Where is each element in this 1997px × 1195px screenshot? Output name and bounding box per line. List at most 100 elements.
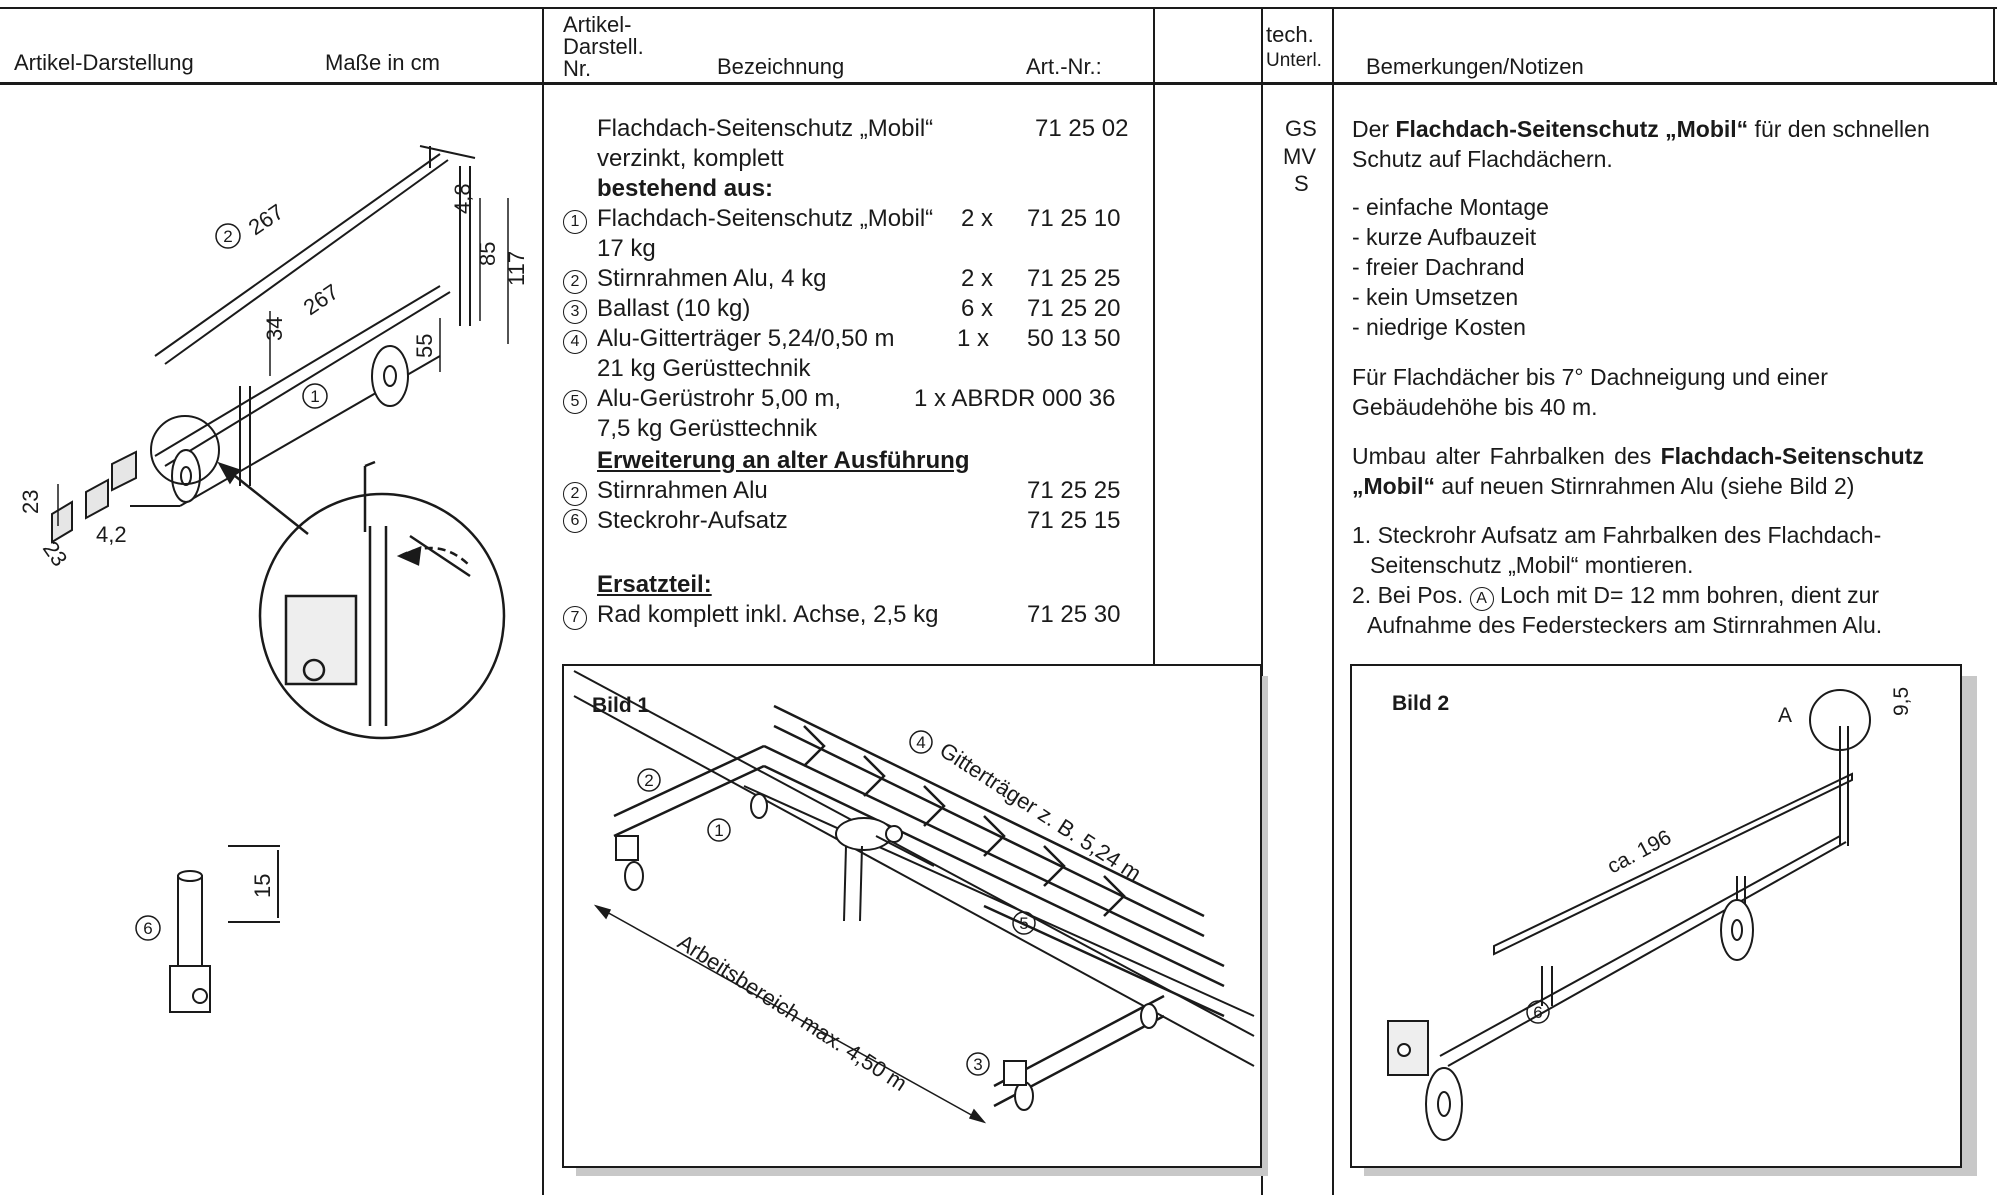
dim-117: 117 xyxy=(504,251,529,286)
item-r3-name: Ballast (10 kg) xyxy=(597,295,751,322)
note-text: Loch mit D= 12 mm bohren, dient zur xyxy=(1493,582,1880,608)
wheels xyxy=(150,345,409,503)
note-umbau-line1: Umbau alter Fahrbalken des Flachdach-Sei… xyxy=(1352,441,1924,471)
callout-1: 1 xyxy=(310,387,319,406)
note-intro-line1: Der Flachdach-Seitenschutz „Mobil“ für d… xyxy=(1352,114,1930,144)
item-r2-qty: 2 x xyxy=(961,265,994,292)
dim-4-2: 4,2 xyxy=(96,522,127,547)
col-divider-4 xyxy=(1332,7,1334,1195)
bild1-roof-lines xyxy=(573,670,1255,1067)
position-a-circle: A xyxy=(1469,587,1494,611)
item-main-artnr: 71 25 02 xyxy=(1035,115,1129,142)
note-bullet-1: - einfache Montage xyxy=(1352,194,1549,220)
top-border xyxy=(0,7,1997,9)
item-row-1: 1 xyxy=(563,204,587,234)
bild1-wheels xyxy=(615,793,1158,1111)
dim-267-top: 267 xyxy=(244,199,288,240)
item-r5-sub: 7,5 kg Gerüsttechnik xyxy=(597,415,818,442)
detail-circle xyxy=(217,460,506,740)
item-e6-artnr: 71 25 15 xyxy=(1027,507,1121,534)
item-row-e2: 2 xyxy=(563,476,587,506)
bild1-frames xyxy=(613,704,1225,1108)
tech-gs: GS xyxy=(1285,116,1317,141)
item-number-circle: 5 xyxy=(563,390,587,414)
steckrohr-drawing xyxy=(169,845,280,1013)
tech-s: S xyxy=(1294,171,1309,196)
note-flachdach-line1: Für Flachdächer bis 7° Dachneigung und e… xyxy=(1352,364,1828,390)
item-main-sub: verzinkt, komplett xyxy=(597,145,784,172)
item-s7-artnr: 71 25 30 xyxy=(1027,601,1121,628)
header-bemerkungen: Bemerkungen/Notizen xyxy=(1366,54,1584,79)
note-step1-line2: Seitenschutz „Mobil“ montieren. xyxy=(1370,552,1694,578)
right-border xyxy=(1993,7,1995,85)
item-number-circle: 2 xyxy=(563,482,587,506)
dim-4-8: 4,8 xyxy=(450,183,475,214)
item-row-3: 3 xyxy=(563,294,587,324)
bild1-callout-2: 2 xyxy=(644,771,653,790)
bild2-title: Bild 2 xyxy=(1392,692,1449,715)
item-r4-name: Alu-Gitterträger 5,24/0,50 m xyxy=(597,325,895,352)
dimension-lines xyxy=(57,198,509,526)
bild2-drawing: Bild 2 A 9,5 ca. 196 6 xyxy=(1387,687,1913,1141)
note-bullet-5: - niedrige Kosten xyxy=(1352,314,1526,340)
item-number-circle: 6 xyxy=(563,509,587,533)
note-bullet-2: - kurze Aufbauzeit xyxy=(1352,224,1537,250)
bild1-title: Bild 1 xyxy=(592,694,649,717)
dim-34: 34 xyxy=(262,317,287,341)
bild1-callout-1: 1 xyxy=(714,821,723,840)
item-r3-artnr: 71 25 20 xyxy=(1027,295,1121,322)
note-step2-line2: Aufnahme des Federsteckers am Stirnrahme… xyxy=(1367,612,1883,638)
item-number-circle: 4 xyxy=(563,330,587,354)
bild1-panel: Bild 1 Gitterträger z. B. 5,24 m Arbeits… xyxy=(562,664,1262,1168)
bild1-callout-3: 3 xyxy=(973,1055,982,1074)
bild2-panel: Bild 2 A 9,5 ca. 196 6 xyxy=(1350,664,1962,1168)
col-divider-1 xyxy=(542,7,544,1195)
header-divider xyxy=(0,82,1997,85)
header-bezeichnung: Bezeichnung xyxy=(717,54,845,79)
dim-15: 15 xyxy=(250,874,275,898)
item-row-2: 2 xyxy=(563,264,587,294)
bild2-callout-6: 6 xyxy=(1533,1003,1542,1022)
note-intro-line2: Schutz auf Flachdächern. xyxy=(1352,146,1613,172)
dim-55: 55 xyxy=(412,334,437,358)
note-product-name: Flachdach-Seitenschutz xyxy=(1660,443,1924,469)
item-e2-artnr: 71 25 25 xyxy=(1027,477,1121,504)
dim-85: 85 xyxy=(475,242,500,266)
tech-mv: MV xyxy=(1283,144,1316,169)
note-text: Der xyxy=(1352,116,1396,142)
item-number-circle: 1 xyxy=(563,210,587,234)
item-r1-artnr: 71 25 10 xyxy=(1027,205,1121,232)
note-product-name: Flachdach-Seitenschutz „Mobil“ xyxy=(1395,116,1749,142)
bild1-dimension xyxy=(593,904,987,1124)
item-row-5: 5 xyxy=(563,384,587,414)
note-text: auf neuen Stirnrahmen Alu (siehe Bild 2) xyxy=(1435,473,1855,499)
bild2-callouts: 6 xyxy=(1526,1000,1550,1024)
bild1-callout-5: 5 xyxy=(1019,914,1028,933)
dim-23-b: 23 xyxy=(38,537,73,571)
dim-267-mid: 267 xyxy=(299,279,343,320)
note-text: für den schnellen xyxy=(1748,116,1930,142)
callout-2: 2 xyxy=(223,227,232,246)
note-text: 2. Bei Pos. xyxy=(1352,582,1470,608)
item-r1-sub: 17 kg xyxy=(597,235,656,262)
header-nr-line3: Nr. xyxy=(563,56,592,81)
item-r2-artnr: 71 25 25 xyxy=(1027,265,1121,292)
item-r4-qty: 1 x xyxy=(957,325,990,352)
ballast-plates xyxy=(51,450,137,544)
header-tech-line2: Unterl. xyxy=(1266,50,1322,71)
item-number-circle: 7 xyxy=(563,606,587,630)
bild2-a-label: A xyxy=(1778,704,1792,727)
item-row-4: 4 xyxy=(563,324,587,354)
item-r4-sub: 21 kg Gerüsttechnik xyxy=(597,355,811,382)
item-row-e6: 6 xyxy=(563,503,587,533)
bild2-wheels xyxy=(1387,689,1871,1141)
note-flachdach-line2: Gebäudehöhe bis 40 m. xyxy=(1352,394,1598,420)
col-divider-3 xyxy=(1261,7,1263,1195)
col-divider-2 xyxy=(1153,7,1155,664)
header-tech-line1: tech. xyxy=(1266,22,1314,47)
header-nr-line2: Darstell. xyxy=(563,34,644,59)
item-r5-name: Alu-Gerüstrohr 5,00 m, xyxy=(597,385,842,412)
item-r3-qty: 6 x xyxy=(961,295,994,322)
dim-23-a: 23 xyxy=(18,490,43,514)
header-masse: Maße in cm xyxy=(325,50,440,75)
